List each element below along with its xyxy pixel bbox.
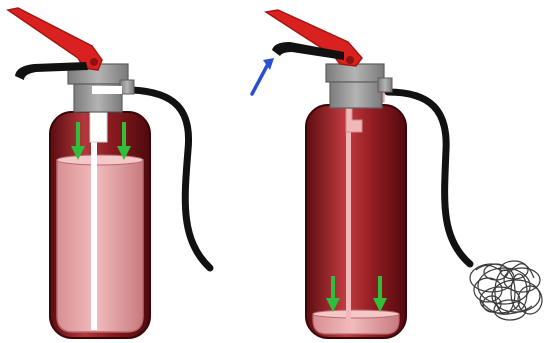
cylinder-right [306,105,406,338]
lever-pin-right [346,56,354,64]
spray-cloud [470,261,542,320]
valve-head-left [68,64,134,112]
lever-pin-left [90,58,98,66]
siphon-tube-right [346,106,351,326]
diagonal-arrow-icon [252,58,274,94]
valve-head-right [326,64,392,108]
agent-surface-left [57,155,143,165]
agent-surface-right [313,310,399,318]
extinguisher-right [252,10,542,338]
extinguisher-left [8,8,210,338]
valve-stem-left [90,110,107,142]
agent-left [57,160,143,332]
lever-handle-left [8,8,102,70]
